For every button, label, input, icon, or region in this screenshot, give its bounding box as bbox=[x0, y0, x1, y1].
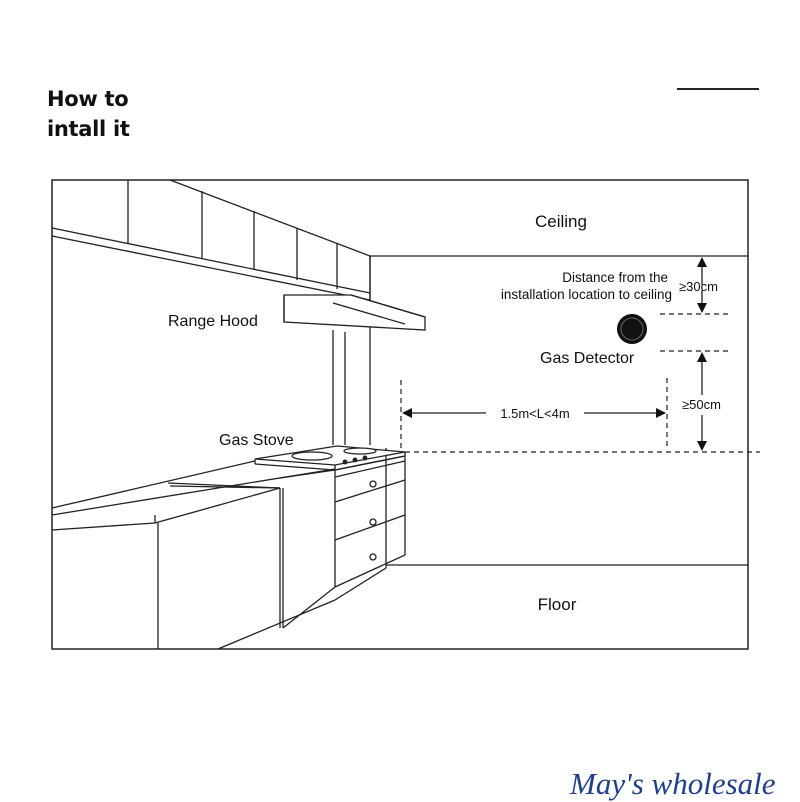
range-hood-label: Range Hood bbox=[168, 313, 258, 330]
watermark-text: May's wholesale bbox=[570, 766, 776, 801]
back-wall bbox=[369, 255, 748, 566]
page-title: How to intall it bbox=[47, 84, 130, 144]
distance-label-line-2: installation location to ceiling bbox=[501, 287, 672, 302]
dimension-30cm-label: ≥30cm bbox=[679, 279, 718, 294]
header-rule bbox=[677, 88, 759, 90]
floor-label: Floor bbox=[538, 595, 577, 614]
dimension-50cm-label: ≥50cm bbox=[682, 397, 721, 412]
range-hood bbox=[283, 294, 426, 445]
gas-stove-label: Gas Stove bbox=[219, 432, 294, 449]
diagram-frame bbox=[51, 179, 749, 650]
gas-detector-label: Gas Detector bbox=[540, 350, 635, 367]
upper-cabinets bbox=[51, 179, 371, 301]
drawer-knobs bbox=[369, 480, 377, 561]
title-line-2: intall it bbox=[47, 117, 130, 141]
distance-label-line-1: Distance from the bbox=[562, 270, 668, 285]
dimension-guides bbox=[400, 313, 760, 453]
ceiling-label: Ceiling bbox=[535, 212, 587, 231]
dimension-L-label: 1.5m<L<4m bbox=[500, 406, 569, 421]
gas-detector bbox=[617, 314, 647, 344]
title-line-1: How to bbox=[47, 87, 129, 111]
kitchen-counter bbox=[51, 455, 406, 650]
